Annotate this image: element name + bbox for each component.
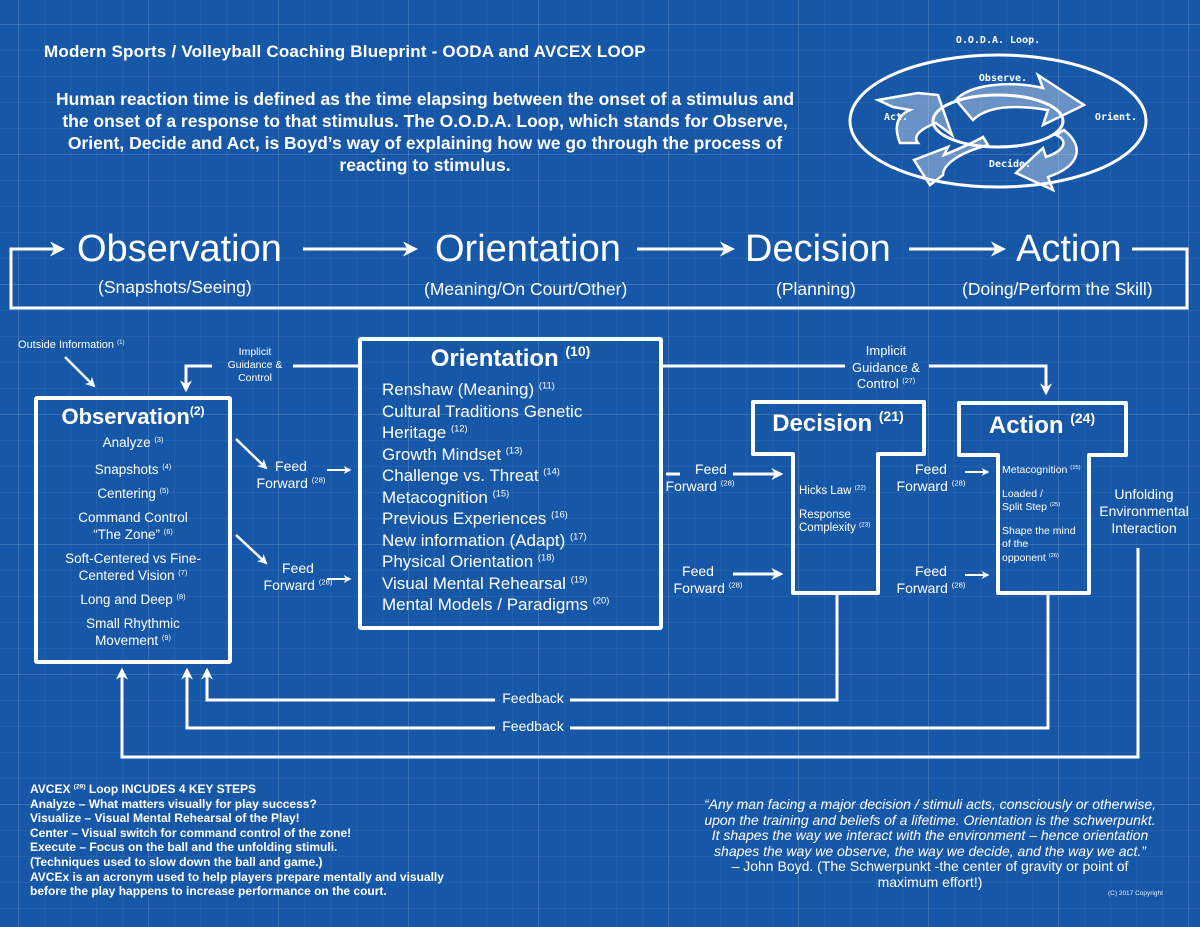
unfolding-environmental-interaction: Unfolding Environmental Interaction	[1099, 486, 1189, 536]
feed-forward-diag-1	[235, 438, 268, 470]
stage-action-subtitle: (Doing/Perform the Skill)	[962, 279, 1153, 299]
observation-item: Soft-Centered vs Fine-Centered Vision (7…	[65, 551, 201, 583]
observation-box-title: Observation(2)	[61, 404, 205, 429]
quote-author: – John Boyd. (The Schwerpunkt -the cente…	[731, 858, 1129, 890]
circular-arrow-icon	[873, 71, 1087, 193]
avcex-line: Execute – Focus on the ball and the unfo…	[30, 840, 338, 855]
copyright-notice: (C) 2017 Copyright	[1108, 890, 1163, 897]
orientation-item: Visual Mental Rehearsal (19)	[382, 573, 588, 593]
avcex-line: (Techniques used to slow down the ball a…	[30, 854, 323, 869]
observation-item: Long and Deep (8)	[80, 591, 186, 607]
action-items: Metacognition (15) Loaded /Split Step (2…	[1002, 464, 1088, 565]
feed-forward-label: Feed Forward (28)	[673, 563, 743, 596]
ooda-label-act: Act.	[884, 112, 908, 123]
avcex-line: Visualize – Visual Mental Rehearsal of t…	[30, 811, 300, 826]
implicit-guidance-right-arrow	[929, 364, 1052, 396]
action-item: Metacognition (15)	[1002, 464, 1081, 476]
ooda-label-orient: Orient.	[1095, 111, 1137, 123]
avcex-line: Center – Visual switch for command contr…	[30, 825, 352, 840]
feed-forward-diag-2	[235, 534, 268, 565]
feedback-label-1: Feedback	[502, 690, 564, 706]
inner-loop-ellipse	[931, 93, 1065, 149]
observation-item: Snapshots (4)	[94, 461, 172, 477]
orientation-item: Physical Orientation (18)	[382, 552, 555, 571]
orientation-item: Previous Experiences (16)	[382, 509, 568, 528]
ooda-title: O.O.D.A. Loop.	[956, 35, 1040, 46]
action-box	[957, 401, 1128, 595]
feed-forward-label: Feed Forward (28)	[256, 458, 326, 491]
ooda-label-decide: Decide.	[989, 158, 1031, 170]
stage-observation-subtitle: (Snapshots/Seeing)	[98, 277, 252, 297]
action-box-title: Action (24)	[988, 410, 1096, 439]
decision-box-title: Decision (21)	[772, 408, 904, 437]
implicit-guidance-left-arrow	[180, 364, 212, 393]
feed-forward-label: Feed Forward (28)	[665, 461, 735, 494]
feedback-line-1	[207, 594, 839, 702]
feed-forward-label: Feed Forward (28)	[263, 560, 333, 593]
outside-information-label: Outside Information (1)	[18, 339, 125, 351]
observation-item: Analyze (3)	[102, 434, 164, 450]
feedback-label-2: Feedback	[502, 718, 564, 734]
orientation-item: Renshaw (Meaning) (11)	[382, 380, 555, 399]
orientation-item: Mental Models / Paradigms (20)	[382, 595, 610, 614]
orientation-item: Cultural Traditions Genetic	[382, 401, 583, 421]
boyd-quote: “Any man facing a major decision / stimu…	[700, 796, 1160, 891]
feed-forward-label: Feed Forward (28)	[896, 563, 966, 596]
feed-forward-label: Feed Forward (28)	[896, 461, 966, 494]
outside-info-arrow	[64, 356, 96, 388]
decision-box	[751, 400, 926, 595]
unfolding-feedback-line	[116, 548, 1140, 759]
implicit-guidance-left-label: Implicit Guidance & Control	[227, 346, 283, 384]
avcex-heading: AVCEX (29) Loop INCUDES 4 KEY STEPS	[30, 782, 257, 796]
stage-observation: Observation	[77, 228, 282, 270]
page-title: Modern Sports / Volleyball Coaching Blue…	[44, 42, 646, 61]
stage-orientation-subtitle: (Meaning/On Court/Other)	[424, 279, 628, 299]
ooda-loop-graphic: O.O.D.A. Loop. Observe. Orient. Decide. …	[848, 35, 1148, 193]
decision-item: Hicks Law (22)	[799, 484, 866, 497]
action-item: Loaded /Split Step (25)	[1002, 487, 1061, 514]
avcex-section: AVCEX (29) Loop INCUDES 4 KEY STEPS Anal…	[30, 782, 444, 899]
observation-box: Observation(2) Analyze (3) Snapshots (4)…	[34, 396, 232, 664]
stage-decision: Decision	[745, 228, 891, 270]
stage-decision-subtitle: (Planning)	[776, 279, 856, 299]
implicit-guidance-right-label: Implicit Guidance & Control (27)	[852, 343, 920, 391]
flow-loop-line	[9, 241, 1189, 310]
orientation-item: Heritage (12)	[382, 423, 468, 442]
orientation-item: Metacognition (15)	[382, 487, 510, 507]
orientation-item: New information (Adapt) (17)	[382, 530, 587, 550]
observation-item: Centering (5)	[97, 485, 169, 501]
observation-item: Command Control“The Zone” (6)	[78, 510, 188, 542]
avcex-line: Analyze – What matters visually for play…	[30, 796, 317, 811]
stage-action: Action	[1016, 228, 1122, 270]
orientation-item: Growth Mindset (13)	[382, 444, 523, 464]
avcex-line: AVCEx is an acronym used to help players…	[30, 869, 444, 884]
orientation-box: Orientation (10) Renshaw (Meaning) (11) …	[358, 337, 663, 630]
intro-paragraph: Human reaction time is defined as the ti…	[55, 89, 795, 175]
avcex-line: before the play happens to increase perf…	[30, 884, 387, 899]
stage-orientation: Orientation	[435, 228, 621, 270]
quote-text: “Any man facing a major decision / stimu…	[703, 796, 1157, 859]
orientation-item: Challenge vs. Threat (14)	[382, 466, 560, 485]
ooda-label-observe: Observe.	[979, 73, 1027, 84]
feedback-line-2	[187, 594, 1050, 730]
orientation-box-title: Orientation (10)	[430, 343, 591, 372]
outer-loop-ellipse	[848, 53, 1148, 189]
